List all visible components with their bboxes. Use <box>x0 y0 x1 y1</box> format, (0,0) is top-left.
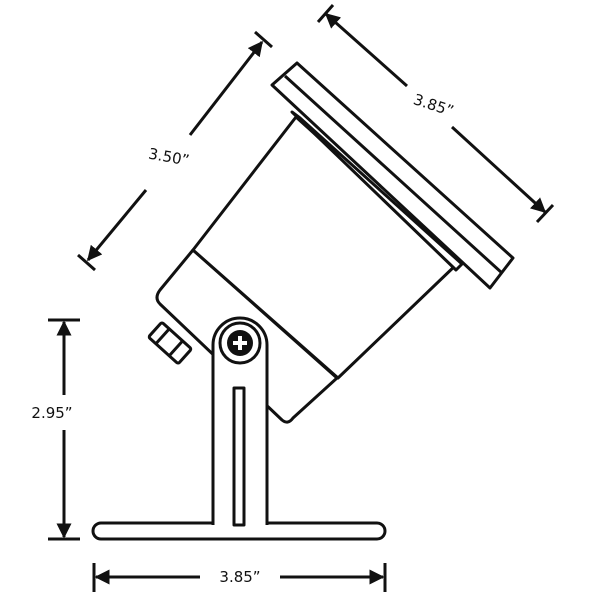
head-length-label: 3.50” <box>147 145 191 170</box>
dimension-stand-height: 2.95” <box>31 318 80 541</box>
adjustment-knob <box>147 321 193 365</box>
stand-height-label: 2.95” <box>31 404 72 422</box>
screw-cross <box>233 336 247 350</box>
base-width-label: 3.85” <box>219 568 260 586</box>
lamp-head <box>147 61 515 424</box>
post-slot <box>232 386 246 527</box>
lens-diameter-label: 3.85” <box>411 90 456 120</box>
upright-post <box>211 316 269 525</box>
flange <box>290 110 464 272</box>
lens-cap-edge <box>283 74 504 275</box>
pivot-ring <box>218 321 262 365</box>
mounting-bracket <box>91 316 387 541</box>
dimension-base-width: 3.85” <box>92 563 387 592</box>
